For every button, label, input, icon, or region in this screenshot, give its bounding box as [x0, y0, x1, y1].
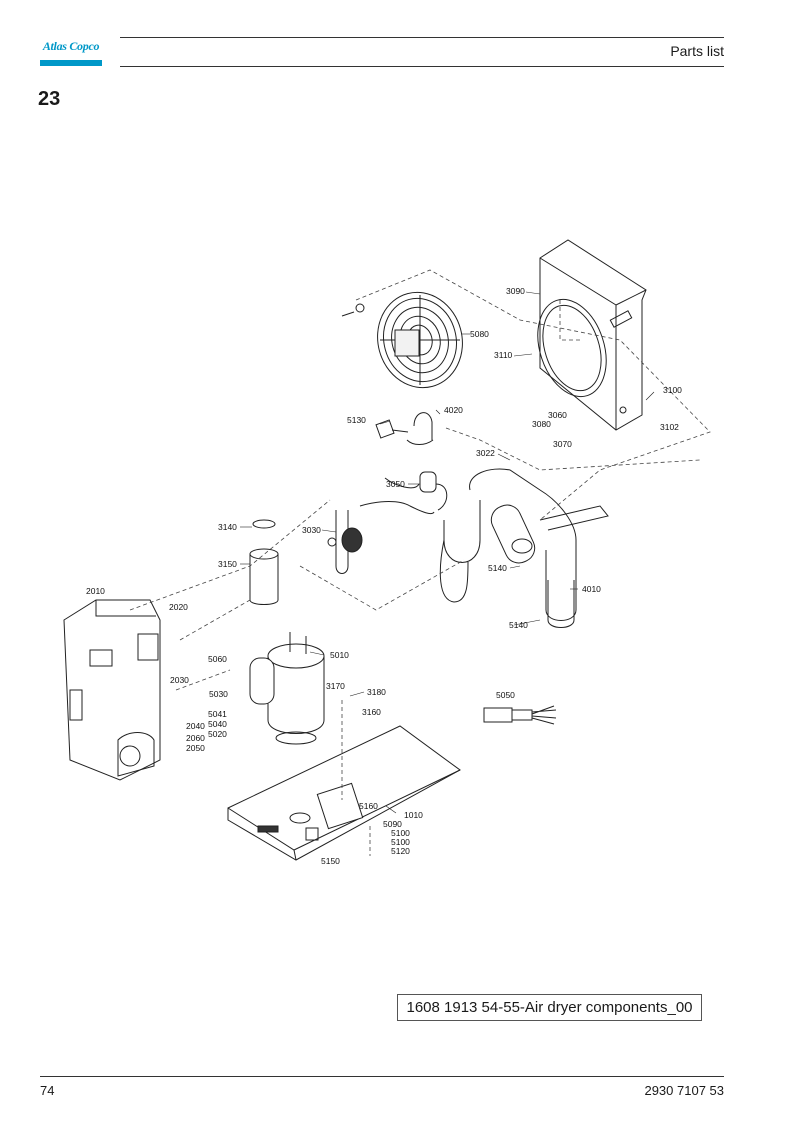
- filter-drier-drawing: [327, 501, 435, 574]
- part-labels: 3090 5080 3110 3100 3060 3080 3102 3070 …: [86, 286, 682, 866]
- document-number: 2930 7107 53: [644, 1083, 724, 1098]
- base-frame-drawing: [227, 725, 461, 861]
- page-number: 74: [40, 1083, 55, 1098]
- solenoid-valve-drawing: [375, 412, 448, 511]
- part-label: 3170: [326, 681, 345, 691]
- part-label: 5130: [347, 415, 366, 425]
- part-label: 5090: [383, 819, 402, 829]
- part-label: 3140: [218, 522, 237, 532]
- part-label: 2020: [169, 602, 188, 612]
- control-box-drawing: [63, 599, 161, 781]
- part-label: 5010: [330, 650, 349, 660]
- part-label: 5030: [209, 689, 228, 699]
- part-label: 5080: [470, 329, 489, 339]
- part-label: 3080: [532, 419, 551, 429]
- compressor-drawing: [249, 632, 325, 745]
- part-label: 5100: [391, 828, 410, 838]
- part-label: 3030: [302, 525, 321, 535]
- header-bottom-rule: [120, 66, 724, 67]
- part-label: 3102: [660, 422, 679, 432]
- part-label: 3022: [476, 448, 495, 458]
- logo-bar: [40, 60, 102, 66]
- assembly-guide-lines: [129, 269, 711, 856]
- part-label: 5100: [391, 837, 410, 847]
- part-label: 2030: [170, 675, 189, 685]
- part-label: 1010: [404, 810, 423, 820]
- part-label: 4010: [582, 584, 601, 594]
- part-label: 5150: [321, 856, 340, 866]
- fan-drawing: [341, 291, 463, 389]
- part-label: 5120: [391, 846, 410, 856]
- part-label: 5060: [208, 654, 227, 664]
- part-label: 3090: [506, 286, 525, 296]
- part-label: 5020: [208, 729, 227, 739]
- wiring-harness-drawing: [483, 705, 557, 725]
- part-label: 2050: [186, 743, 205, 753]
- part-label: 3100: [663, 385, 682, 395]
- logo-wordmark: Atlas Copco: [40, 37, 102, 59]
- part-label: 3180: [367, 687, 386, 697]
- part-label: 3160: [362, 707, 381, 717]
- part-label: 2010: [86, 586, 105, 596]
- logo-text: Atlas Copco: [42, 39, 100, 53]
- part-label: 4020: [444, 405, 463, 415]
- figure-caption: 1608 1913 54-55-Air dryer components_00: [397, 994, 702, 1021]
- section-number: 23: [38, 88, 61, 110]
- part-label: 3060: [548, 410, 567, 420]
- part-label: 2060: [186, 733, 205, 743]
- part-label: 3050: [386, 479, 405, 489]
- leader-lines: [240, 291, 655, 814]
- part-label: 5041: [208, 709, 227, 719]
- part-label: 3150: [218, 559, 237, 569]
- part-label: 3110: [494, 350, 513, 360]
- header-top-rule: [120, 37, 724, 38]
- part-label: 5040: [208, 719, 227, 729]
- condenser-housing-drawing: [537, 239, 647, 431]
- page-title: Parts list: [670, 43, 724, 59]
- footer-rule: [40, 1076, 724, 1077]
- part-label: 5140: [509, 620, 528, 630]
- part-label: 2040: [186, 721, 205, 731]
- part-label: 5050: [496, 690, 515, 700]
- heat-exchanger-drawing: [439, 468, 609, 628]
- part-label: 5160: [359, 801, 378, 811]
- part-label: 5140: [488, 563, 507, 573]
- part-label: 3070: [553, 439, 572, 449]
- atlas-copco-logo: Atlas Copco: [40, 37, 102, 66]
